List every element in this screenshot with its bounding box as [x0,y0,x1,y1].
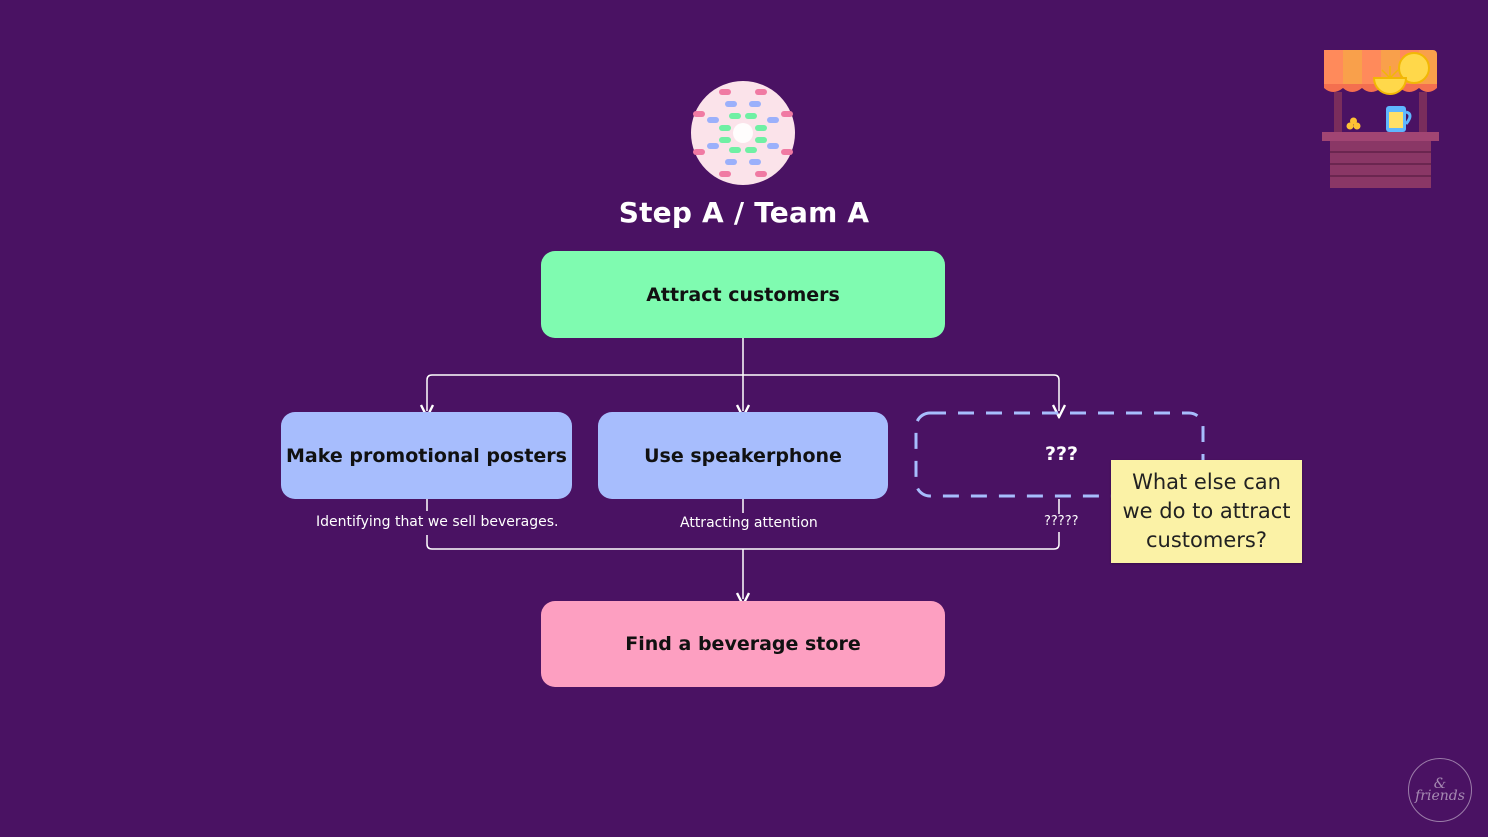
sticky-note-line: customers? [1146,528,1267,552]
node-use-speakerphone[interactable]: Use speakerphone [598,412,888,499]
edge-label-left: Identifying that we sell beverages. [312,514,563,530]
node-find-a-beverage-store[interactable]: Find a beverage store [541,601,945,687]
node-attract-customers[interactable]: Attract customers [541,251,945,338]
sticky-note-line: What else can [1132,470,1281,494]
friends-watermark-logo: & friends [1408,758,1472,822]
node-make-promotional-posters[interactable]: Make promotional posters [281,412,572,499]
connector-to-left [427,374,432,411]
page-title: Step A / Team A [618,196,870,229]
watermark-text: friends [1415,788,1465,804]
connector-from-right [1053,499,1060,550]
connector-to-right [1054,374,1059,411]
edge-label-center: Attracting attention [676,515,822,531]
connector-from-left [426,499,433,550]
sticky-note[interactable]: What else can we do to attract customers… [1111,460,1302,563]
node-label: Make promotional posters [286,444,567,467]
node-label: Attract customers [646,283,840,306]
node-label: Find a beverage store [625,633,861,655]
node-placeholder-unknown[interactable]: ??? [916,413,1203,496]
lemonade-stand-icon [1322,50,1439,188]
placeholder-node-border [914,411,1205,498]
watermark-symbol: & [1433,776,1447,792]
edge-label-right: ????? [1040,514,1083,529]
node-label: Use speakerphone [644,444,842,467]
dotted-circle-icon [691,81,795,185]
node-label: ??? [1045,443,1079,465]
sticky-note-line: we do to attract [1122,499,1291,523]
